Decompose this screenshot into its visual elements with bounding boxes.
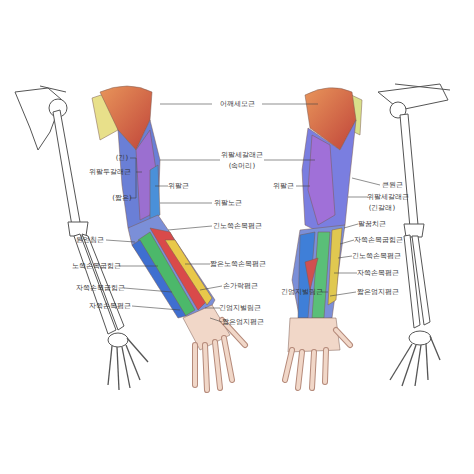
muscle-label: 큰원근 [382, 181, 403, 189]
muscle-label: 위팔세갈래근 [367, 193, 409, 201]
muscle-label: 짧은노쪽손목폄근 [210, 260, 266, 268]
muscle-label: (긴갈래) [369, 204, 395, 212]
left-muscle-arm [92, 86, 245, 390]
muscle-label: 자쪽손목폄근 [357, 269, 399, 277]
muscle-label: 팔꿈치근 [358, 220, 386, 228]
muscle-label: 노쪽손목굽힘근 [72, 262, 121, 270]
muscle-label: (짧은) [112, 194, 131, 202]
muscle-label: 자쪽손목굽힘근 [76, 284, 125, 292]
muscle-label: 위팔두갈래근 [89, 168, 131, 176]
muscle-label: 원엎침근 [76, 236, 104, 244]
muscle-label: 위팔세갈래근 [221, 151, 263, 159]
muscle-label: 위팔노근 [214, 199, 242, 207]
muscle-label: 자쪽손목폄근 [89, 302, 131, 310]
muscle-label: 손가락폄근 [223, 282, 258, 290]
muscle-label: 위팔근 [168, 182, 189, 190]
muscle-label: (긴) [116, 154, 128, 162]
muscle-label: 긴엄지벌림근 [219, 304, 261, 312]
muscle-label: 자쪽손목굽힘근 [354, 236, 403, 244]
muscle-label: 짧은엄지폄근 [357, 288, 399, 296]
muscle-label: 긴노쪽손목폄근 [352, 252, 401, 260]
muscle-label: 긴노쪽손목폄근 [213, 222, 262, 230]
muscle-label: 긴엄지벌림근 [281, 288, 323, 296]
muscle-label: 위팔근 [273, 182, 294, 190]
muscle-label: 어깨세모근 [220, 100, 255, 108]
muscle-label: (속머리) [229, 162, 255, 170]
right-muscle-arm [285, 88, 362, 388]
muscle-label: 짧은엄지폄근 [222, 318, 264, 326]
leader-lines [106, 104, 380, 322]
right-skeleton [378, 84, 450, 386]
